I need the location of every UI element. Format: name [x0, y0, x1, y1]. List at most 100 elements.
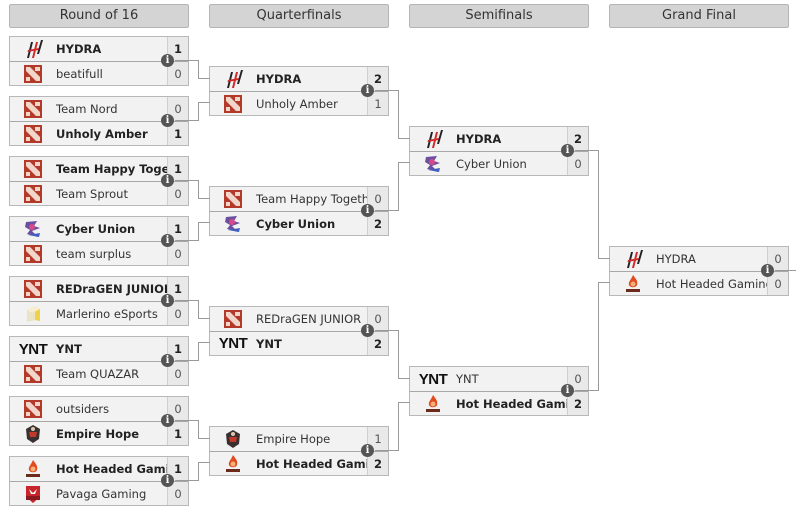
team-row[interactable]: Team QUAZAR 0 [10, 361, 188, 385]
match-info-icon[interactable]: i [761, 264, 774, 277]
team-score: 1 [167, 157, 188, 181]
team-name[interactable]: REDraGEN JUNIOR [56, 282, 167, 296]
dota-logo-icon [16, 63, 50, 85]
team-name[interactable]: Hot Headed Gaming [656, 276, 767, 291]
dota-logo-icon [16, 243, 50, 265]
match-info-icon[interactable]: i [161, 174, 174, 187]
team-name[interactable]: Empire Hope [56, 426, 140, 441]
marlerino-logo-icon [16, 303, 50, 325]
team-name[interactable]: YNT [56, 342, 82, 356]
match-info-icon[interactable]: i [161, 234, 174, 247]
team-name[interactable]: Unholy Amber [56, 126, 148, 141]
team-name[interactable]: team surplus [56, 246, 132, 261]
team-name[interactable]: HYDRA [56, 42, 102, 56]
connector-line [175, 60, 199, 61]
team-score: 1 [167, 122, 188, 145]
team-name[interactable]: Hot Headed Gaming [56, 462, 167, 476]
connector-line [198, 198, 210, 199]
connector-line [198, 342, 199, 361]
team-row[interactable]: Hot Headed Gaming2 [410, 391, 588, 415]
team-name[interactable]: Marlerino eSports [56, 306, 158, 321]
team-name[interactable]: YNT [256, 336, 282, 351]
hydra-logo-icon [616, 248, 650, 270]
pavaga-logo-icon [16, 483, 50, 505]
team-name[interactable]: Cyber Union [256, 216, 336, 231]
match-info-icon[interactable]: i [161, 294, 174, 307]
team-name[interactable]: Team Nord [56, 102, 118, 116]
team-name[interactable]: HYDRA [656, 252, 696, 266]
connector-line [175, 420, 199, 421]
team-name[interactable]: Cyber Union [456, 156, 527, 171]
match-info-icon[interactable]: i [361, 84, 374, 97]
team-name[interactable]: REDraGEN JUNIOR [256, 312, 362, 326]
team-name[interactable]: YNT [456, 372, 479, 386]
team-row[interactable]: Empire Hope 1 [10, 421, 188, 445]
connector-line [198, 342, 210, 343]
team-name[interactable]: Unholy Amber [256, 96, 338, 111]
team-score: 1 [167, 422, 188, 445]
connector-line [198, 60, 199, 79]
team-name[interactable]: HYDRA [256, 72, 302, 86]
team-score: 0 [167, 362, 188, 385]
team-row[interactable]: Team Sprout 0 [10, 181, 188, 205]
ynt-logo-text: YNT [418, 370, 448, 388]
team-name[interactable]: Cyber Union [56, 222, 136, 236]
team-name[interactable]: Hot Headed Gaming [256, 456, 367, 471]
team-name[interactable]: Team QUAZAR [56, 366, 140, 381]
team-name[interactable]: outsiders [56, 402, 110, 416]
team-name[interactable]: Pavaga Gaming [56, 486, 147, 501]
team-name[interactable]: Team Happy Togeth... [256, 192, 367, 206]
team-row[interactable]: Team Happy Togeth...0 [210, 187, 388, 211]
team-name[interactable]: Hot Headed Gaming [456, 396, 567, 411]
team-name[interactable]: Team Happy Toget... [56, 162, 167, 176]
hydra-logo-icon [16, 38, 50, 60]
team-score: 0 [167, 182, 188, 205]
match-info-icon[interactable]: i [361, 444, 374, 457]
team-name[interactable]: Team Sprout [56, 186, 128, 201]
team-name[interactable]: HYDRA [456, 132, 502, 146]
match-info-icon[interactable]: i [161, 354, 174, 367]
team-name[interactable]: Empire Hope [256, 432, 331, 446]
team-row[interactable]: Team Happy Toget...1 [10, 157, 188, 181]
match-info-icon[interactable]: i [561, 384, 574, 397]
match-info-icon[interactable]: i [161, 414, 174, 427]
team-score: 2 [367, 212, 388, 235]
team-name[interactable]: beatifull [56, 66, 103, 81]
team-row[interactable]: Cyber Union 2 [210, 211, 388, 235]
match-info-icon[interactable]: i [161, 114, 174, 127]
connector-line [198, 300, 199, 319]
match-info-icon[interactable]: i [161, 54, 174, 67]
team-row[interactable]: Unholy Amber 1 [10, 121, 188, 145]
match-info-icon[interactable]: i [361, 324, 374, 337]
team-row[interactable]: Hot Headed Gaming2 [210, 451, 388, 475]
connector-line [575, 150, 599, 151]
match-info-icon[interactable]: i [361, 204, 374, 217]
connector-line [398, 402, 410, 403]
match-info-icon[interactable]: i [561, 144, 574, 157]
connector-line [375, 210, 399, 211]
match-info-icon[interactable]: i [161, 474, 174, 487]
team-row[interactable]: Hot Headed Gaming1 [10, 457, 188, 481]
